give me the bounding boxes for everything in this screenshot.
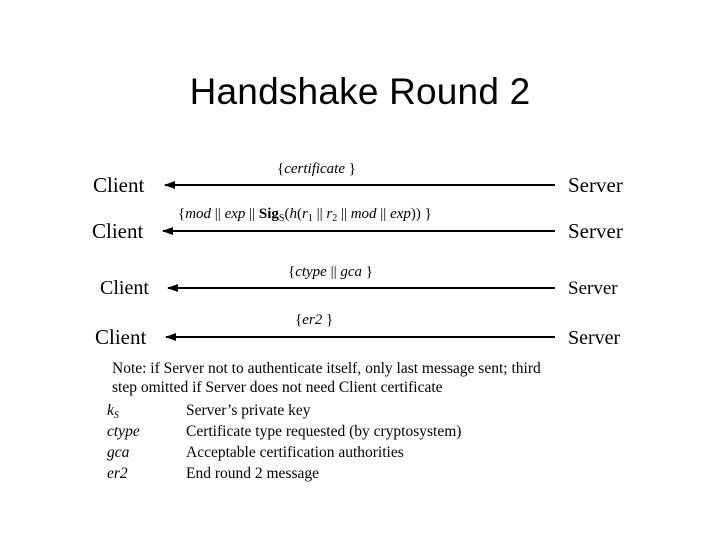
concat-sep: || — [376, 206, 391, 222]
left-arrow-icon — [168, 287, 555, 289]
message-label-3: {ctype || gca } — [288, 265, 373, 280]
glossary-term: gca — [107, 443, 186, 464]
exchange-row-3: Client {ctype || gca } Server — [0, 265, 720, 317]
exp-term-a: exp — [224, 206, 246, 222]
brace-open-4: { — [295, 312, 303, 328]
mod-term-a: mod — [185, 206, 212, 222]
exp-term-b: exp — [390, 206, 411, 222]
sig-subscript: S — [278, 213, 285, 224]
glossary-row: gca Acceptable certification authorities — [107, 443, 461, 464]
gca-term: gca — [340, 264, 363, 280]
message-label-2: {mod || exp || SigS(h(r1 || r2 || mod ||… — [178, 206, 432, 224]
page-title: Handshake Round 2 — [189, 71, 531, 112]
glossary-term: er2 — [107, 464, 186, 485]
left-arrow-icon — [165, 184, 555, 186]
brace-open-2: { — [178, 206, 186, 222]
server-label-2: Server — [568, 219, 623, 243]
er2-term: er2 — [302, 312, 323, 328]
exchange-row-1: Client {certificate } Server — [0, 162, 720, 214]
left-arrow-icon — [163, 230, 555, 232]
client-label-1: Client — [93, 173, 145, 197]
brace-open-3: { — [288, 264, 296, 280]
note-line-2: step omitted if Server does not need Cli… — [112, 379, 443, 396]
r1-term: r — [301, 206, 308, 222]
server-label-1: Server — [568, 173, 623, 197]
glossary-row: ctype Certificate type requested (by cry… — [107, 422, 461, 443]
brace-close-4: } — [322, 312, 334, 328]
concat-sep: || — [245, 206, 259, 222]
mod-term-b: mod — [350, 206, 377, 222]
term-text: gca — [107, 444, 130, 461]
sig-term: Sig — [258, 206, 279, 222]
r2-subscript: 2 — [332, 213, 338, 224]
paren-close-group: )) — [410, 206, 425, 222]
hash-term: h — [289, 206, 297, 222]
message-label-1: {certificate } — [277, 162, 356, 177]
note-block: Note: if Server not to authenticate itse… — [112, 359, 652, 397]
term-text: k — [107, 402, 114, 419]
brace-open-1: { — [277, 161, 285, 177]
glossary-row: kS Server’s private key — [107, 401, 461, 422]
concat-sep: || — [326, 264, 341, 280]
term-text: er2 — [107, 465, 128, 482]
client-label-2: Client — [92, 219, 144, 243]
concat-sep: || — [337, 206, 351, 222]
brace-close-2: } — [424, 206, 432, 222]
glossary-definition: Server’s private key — [186, 402, 311, 419]
brace-close-3: } — [362, 264, 373, 280]
r2-term: r — [326, 206, 333, 222]
paren-open-inner: ( — [296, 206, 302, 222]
client-label-4: Client — [95, 325, 147, 349]
r1-subscript: 1 — [307, 213, 313, 224]
term-text: ctype — [107, 423, 140, 440]
client-label-3: Client — [100, 277, 149, 299]
note-line-1: Note: if Server not to authenticate itse… — [112, 360, 541, 377]
glossary-term: ctype — [107, 422, 186, 443]
message-body-1: certificate — [284, 161, 346, 177]
glossary-term: kS — [107, 401, 186, 422]
ctype-term: ctype — [295, 264, 327, 280]
glossary-row: er2 End round 2 message — [107, 464, 461, 485]
concat-sep: || — [211, 206, 225, 222]
server-label-3: Server — [568, 278, 618, 299]
concat-sep: || — [312, 206, 327, 222]
server-label-4: Server — [568, 327, 621, 349]
paren-open: ( — [284, 206, 290, 222]
glossary-definition: End round 2 message — [186, 465, 320, 482]
left-arrow-icon — [166, 336, 555, 338]
exchange-row-2: Client {mod || exp || SigS(h(r1 || r2 ||… — [0, 207, 720, 260]
exchange-row-4: Client {er2 } Server — [0, 313, 720, 366]
glossary-definition: Certificate type requested (by cryptosys… — [186, 423, 462, 440]
glossary-definition: Acceptable certification authorities — [186, 444, 404, 461]
term-subscript: S — [113, 410, 119, 421]
message-label-4: {er2 } — [295, 313, 333, 328]
brace-close-1: } — [345, 161, 356, 177]
glossary-block: kS Server’s private key ctype Certificat… — [107, 401, 461, 485]
